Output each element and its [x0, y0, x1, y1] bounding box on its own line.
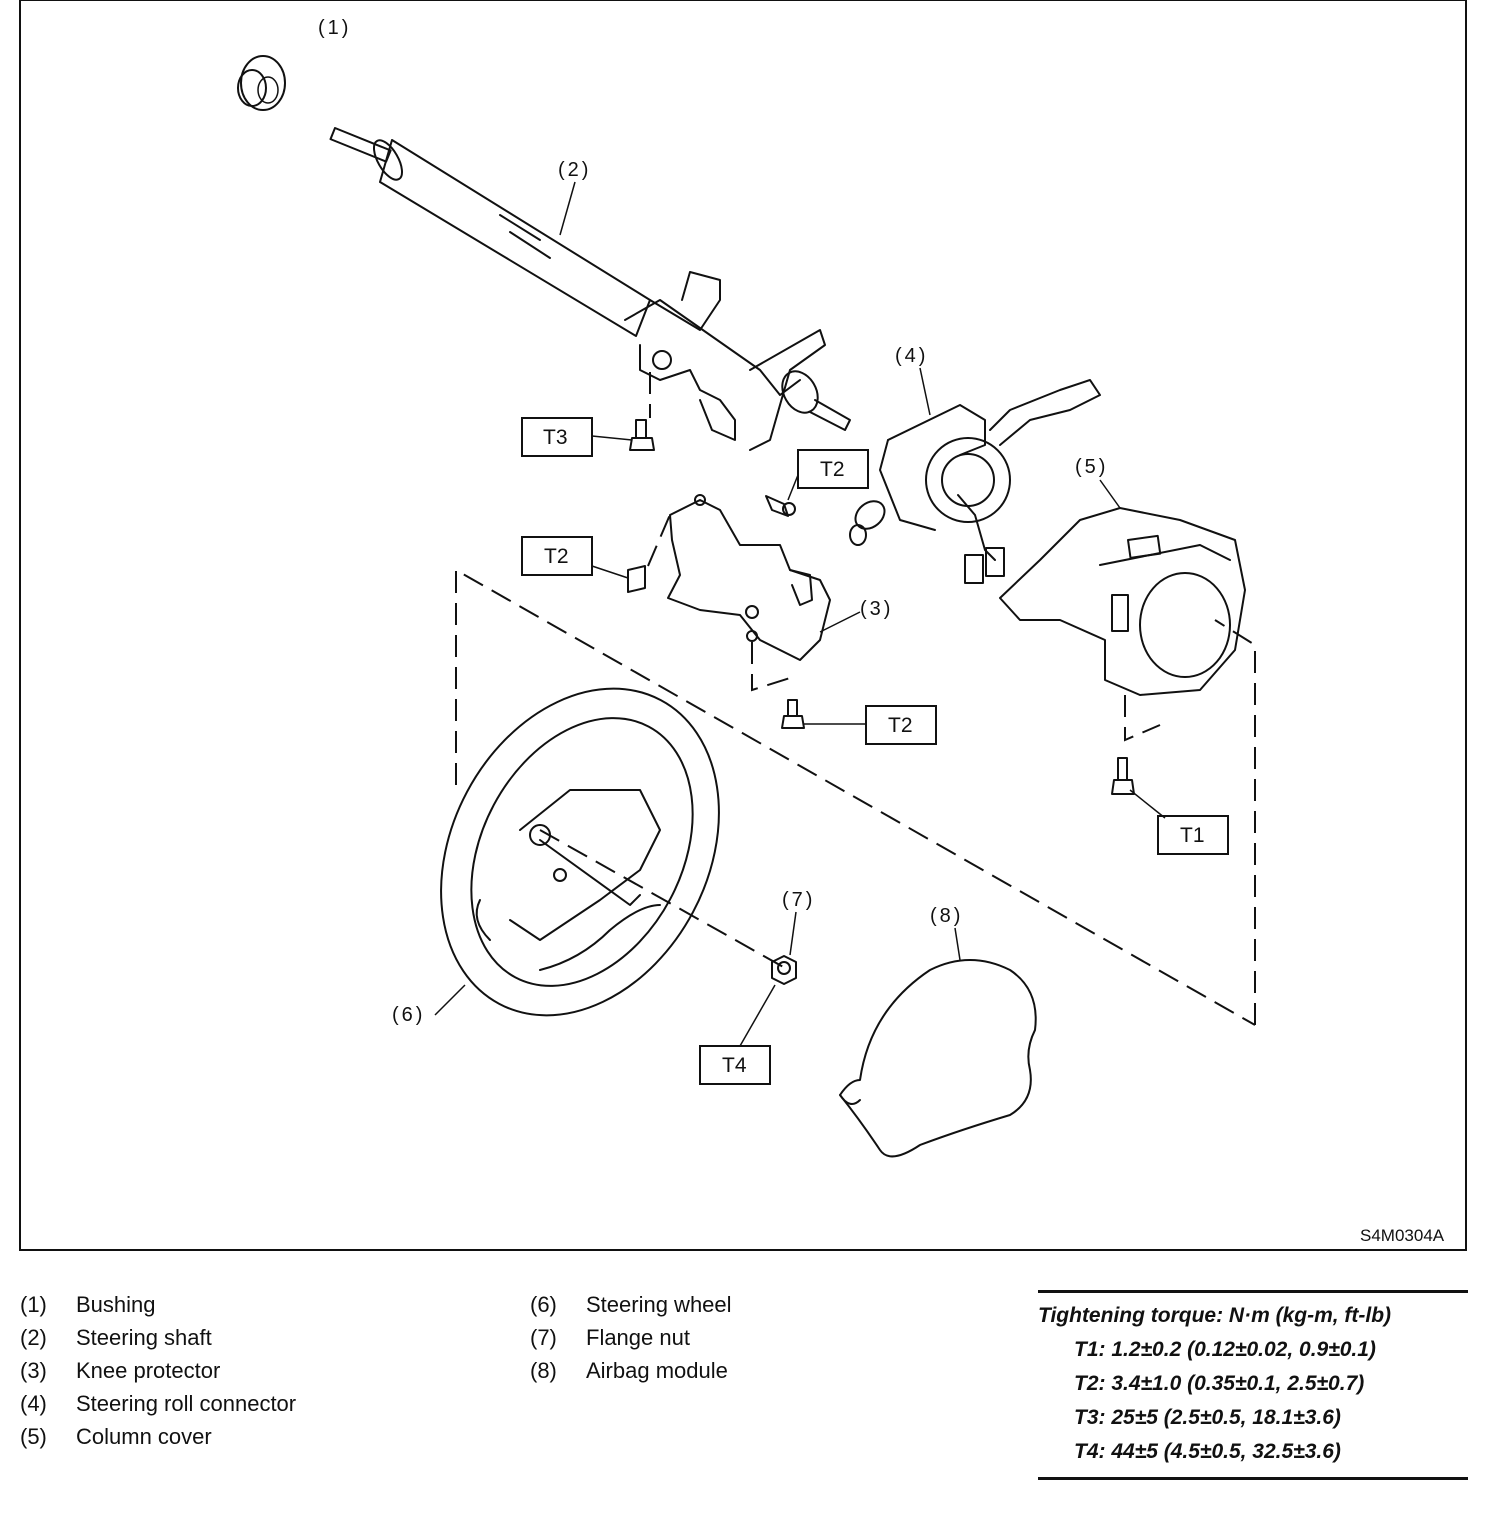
steering-wheel-part — [440, 687, 720, 1017]
bolt-t2-left — [627, 509, 673, 593]
tag-t4-box — [699, 1045, 771, 1085]
legend-item: (5) Column cover — [20, 1420, 296, 1453]
callout-8: (8) — [930, 905, 963, 927]
torque-row-t4: T4: 44±5 (4.5±0.5, 32.5±3.6) — [1074, 1440, 1341, 1463]
legend-item: (1) Bushing — [20, 1288, 296, 1321]
legend-right: (6) Steering wheel (7) Flange nut (8) Airba… — [530, 1288, 732, 1387]
torque-spec-table: Tightening torque: N·m (kg-m, ft-lb) T1:… — [1038, 1290, 1468, 1480]
legend-num: (7) — [530, 1324, 557, 1350]
bolt-t3 — [629, 419, 655, 451]
alignment-line-right — [1214, 619, 1256, 1025]
flange-nut-part — [771, 955, 797, 985]
legend-label: Column cover — [76, 1423, 212, 1449]
tag-t2-lower-box — [865, 705, 937, 745]
column-cover-part — [999, 507, 1246, 742]
diagram-frame — [19, 0, 1467, 1251]
airbag-module-part — [839, 959, 1037, 1158]
legend-label: Airbag module — [586, 1357, 728, 1383]
bolt-t2-lower — [781, 699, 805, 729]
legend-item: (7) Flange nut — [530, 1321, 732, 1354]
tag-t4: T4 — [722, 1054, 747, 1077]
legend-left: (1) Bushing (2) Steering shaft (3) Knee pro… — [20, 1288, 296, 1453]
legend-label: Steering wheel — [586, 1291, 732, 1317]
callout-3: (3) — [860, 598, 893, 620]
legend-num: (4) — [20, 1390, 47, 1416]
tag-t3: T3 — [543, 426, 568, 449]
tag-t2-left: T2 — [544, 545, 569, 568]
legend-num: (2) — [20, 1324, 47, 1350]
callout-4: (4) — [895, 345, 928, 367]
tag-t2-upper-box — [797, 449, 869, 489]
tag-t1: T1 — [1180, 824, 1205, 847]
legend-label: Steering roll connector — [76, 1390, 297, 1416]
legend-label: Steering shaft — [76, 1324, 212, 1350]
torque-title: Tightening torque: N·m (kg-m, ft-lb) — [1038, 1304, 1392, 1327]
callout-6: (6) — [392, 1004, 425, 1026]
bolt-t2-upper — [765, 495, 796, 517]
torque-row-t2: T2: 3.4±1.0 (0.35±0.1, 2.5±0.7) — [1074, 1372, 1365, 1395]
tag-t2-upper: T2 — [820, 458, 845, 481]
torque-row-t3: T3: 25±5 (2.5±0.5, 18.1±3.6) — [1074, 1406, 1341, 1429]
legend-num: (5) — [20, 1423, 47, 1449]
legend-num: (3) — [20, 1357, 47, 1383]
legend-item: (4) Steering roll connector — [20, 1387, 296, 1420]
legend-num: (8) — [530, 1357, 557, 1383]
alignment-line-left — [455, 568, 1256, 1026]
knee-protector-part — [667, 494, 831, 692]
legend-label: Bushing — [76, 1291, 156, 1317]
legend-item: (6) Steering wheel — [530, 1288, 732, 1321]
tag-t2-left-box — [521, 536, 593, 576]
steering-shaft-part — [329, 127, 851, 451]
steering-roll-connector-part — [849, 379, 1101, 584]
callout-5: (5) — [1075, 456, 1108, 478]
legend-num: (1) — [20, 1291, 47, 1317]
legend-num: (6) — [530, 1291, 557, 1317]
tag-t2-lower: T2 — [888, 714, 913, 737]
legend-item: (3) Knee protector — [20, 1354, 296, 1387]
bolt-t1 — [1111, 757, 1135, 795]
legend-item: (2) Steering shaft — [20, 1321, 296, 1354]
callout-7: (7) — [782, 889, 815, 911]
callout-2: (2) — [558, 159, 591, 181]
legend-label: Knee protector — [76, 1357, 221, 1383]
alignment-line-center — [539, 829, 786, 969]
tag-t3-box — [521, 417, 593, 457]
exploded-diagram: (1) (2) T3 T2 T2 — [19, 0, 1467, 1251]
figure-code: S4M0304A — [1360, 1226, 1445, 1245]
legend-item: (8) Airbag module — [530, 1354, 732, 1387]
tag-t1-box — [1157, 815, 1229, 855]
torque-row-t1: T1: 1.2±0.2 (0.12±0.02, 0.9±0.1) — [1074, 1338, 1376, 1361]
legend-label: Flange nut — [586, 1324, 690, 1350]
callout-1: (1) — [318, 17, 351, 39]
bushing-part — [237, 55, 286, 111]
